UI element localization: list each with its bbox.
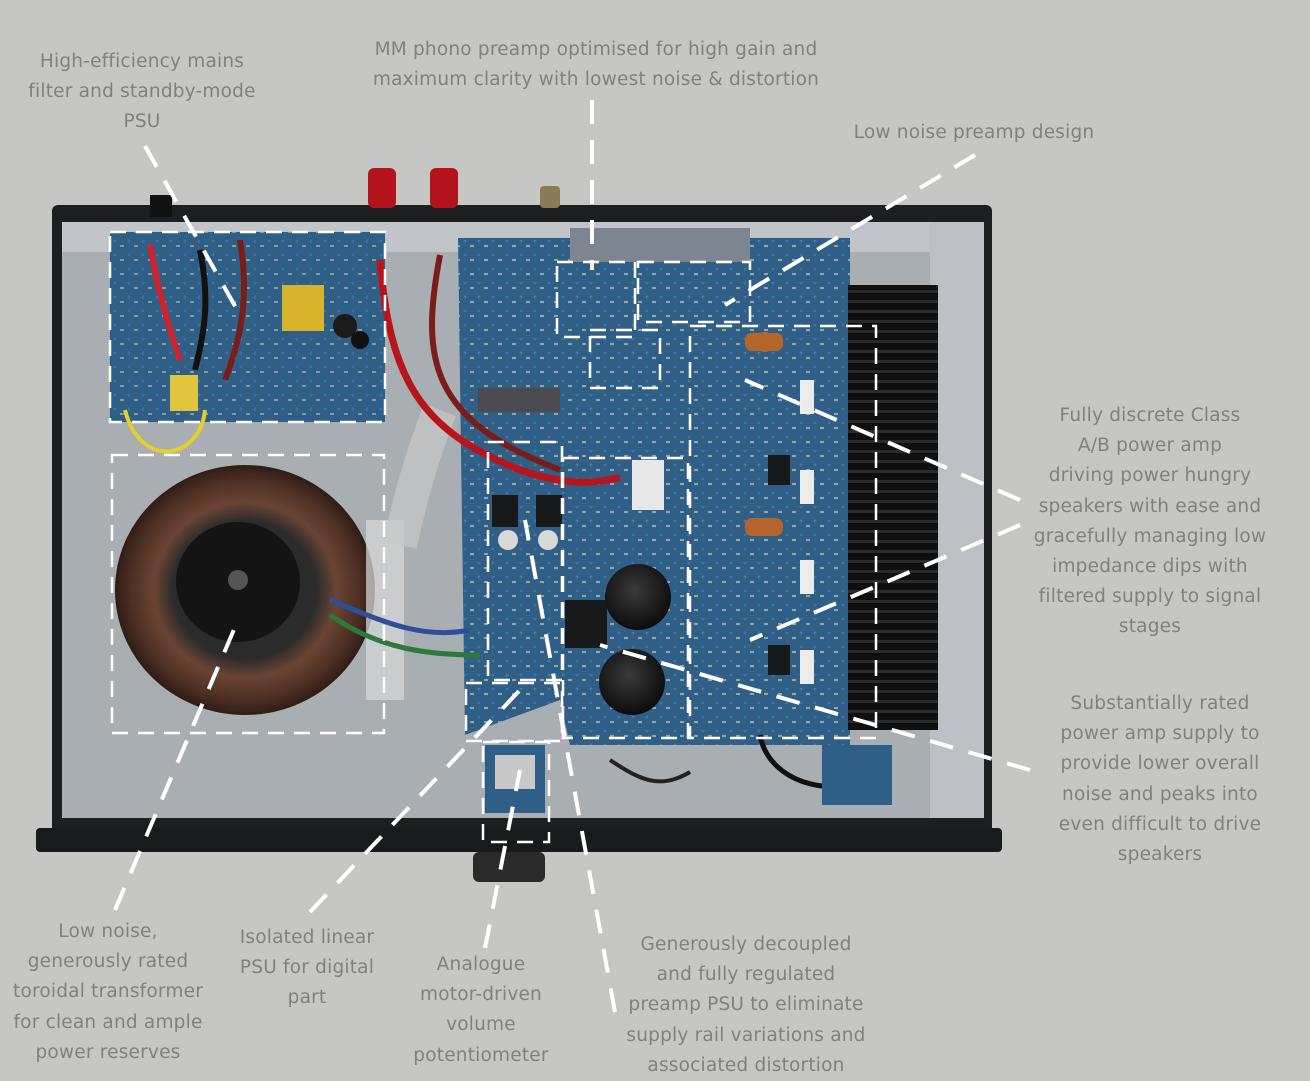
box-preamp-psu xyxy=(561,456,690,740)
lower-right-connector-board xyxy=(822,745,892,805)
line-mains-filter xyxy=(143,145,242,316)
label-toroidal: Low noise, generously rated toroidal tra… xyxy=(12,921,203,1063)
label-preamp-psu: Generously decoupled and fully regulated… xyxy=(626,934,866,1076)
box-phono-preamp xyxy=(555,260,637,339)
line-volume xyxy=(483,769,522,949)
line-digital-psu xyxy=(308,688,522,914)
line-power-supply xyxy=(599,643,1031,772)
label-power-supply: Substantially rated power amp supply to … xyxy=(1058,693,1262,866)
rear-panel-jacks xyxy=(150,168,560,217)
label-power-amp: Fully discrete Class A/B power amp drivi… xyxy=(1033,405,1267,638)
line-low-noise xyxy=(723,153,977,307)
line-toroidal xyxy=(113,619,240,911)
label-mains-filter: High-efficiency mains filter and standby… xyxy=(28,51,256,133)
label-volume-pot: Analogue motor-driven volume potentiomet… xyxy=(413,954,549,1066)
toroidal-transformer xyxy=(115,465,375,715)
box-mains-filter xyxy=(108,230,387,424)
line-power-amp-1 xyxy=(744,378,1021,502)
box-input-buffer xyxy=(588,328,662,390)
heatsink xyxy=(848,285,938,730)
main-amplifier-board xyxy=(458,228,850,745)
box-volume-pot xyxy=(481,740,551,844)
volume-potentiometer xyxy=(473,745,545,882)
line-preamp-psu xyxy=(523,519,617,1013)
box-power-amp xyxy=(688,324,878,740)
standby-psu-board xyxy=(110,232,385,454)
callout-lines xyxy=(113,100,1031,1013)
label-digital-psu: Isolated linear PSU for digital part xyxy=(239,927,375,1009)
line-power-amp-2 xyxy=(749,523,1021,642)
label-low-noise-preamp: Low noise preamp design xyxy=(853,122,1095,143)
label-phono-preamp: MM phono preamp optimised for high gain … xyxy=(372,39,820,91)
box-transformer xyxy=(110,453,386,735)
